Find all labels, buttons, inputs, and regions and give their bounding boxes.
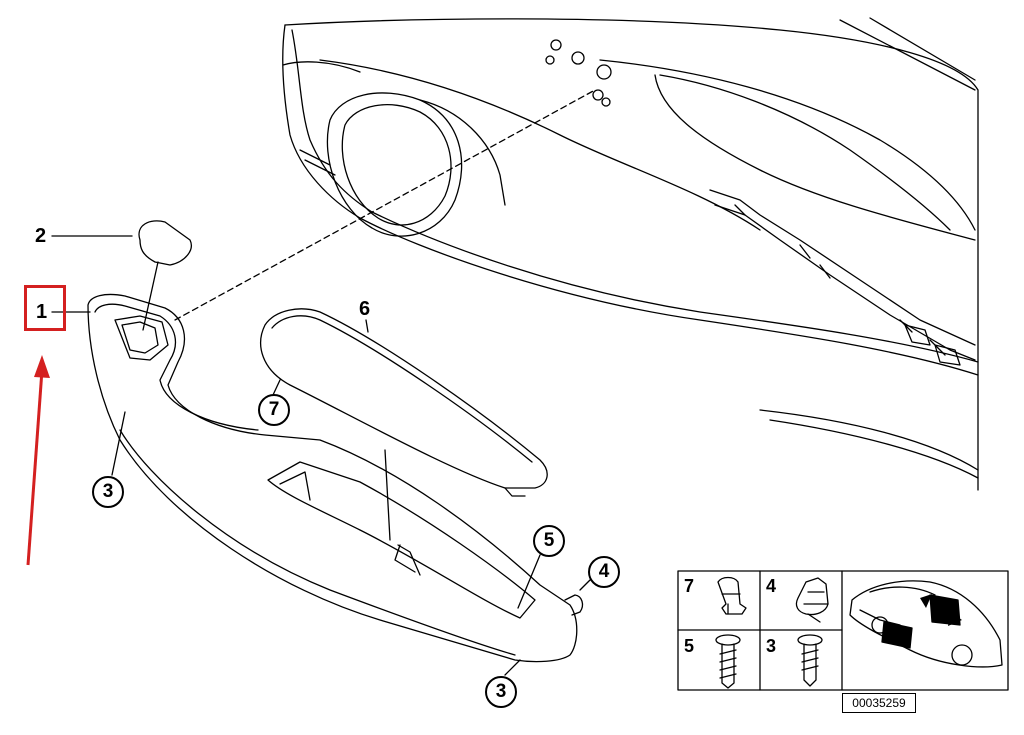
callout-part-2: 2 xyxy=(35,225,47,247)
door-panel-drawing xyxy=(282,17,979,491)
callout-part-7: 7 xyxy=(258,394,290,426)
callout-part-3-upper: 3 xyxy=(92,476,124,508)
callout-part-3-lower: 3 xyxy=(485,676,517,708)
legend-item-5: 5 xyxy=(684,636,695,656)
fastener-legend xyxy=(677,570,1009,691)
callout-part-6: 6 xyxy=(359,298,371,320)
callout-part-5: 5 xyxy=(533,525,565,557)
legend-item-3: 3 xyxy=(766,636,777,656)
car-arrows xyxy=(920,594,962,626)
part-6-drawing xyxy=(260,308,548,497)
leader-lines xyxy=(51,235,591,676)
part-1-drawing xyxy=(87,293,584,663)
red-indicator-arrow xyxy=(26,355,50,566)
callout-part-1: 1 xyxy=(36,301,48,323)
legend-item-4: 4 xyxy=(766,576,777,596)
legend-item-7: 7 xyxy=(684,576,695,596)
assembly-guide-line xyxy=(174,89,596,321)
part-2-drawing xyxy=(138,220,192,331)
car-location-drawing xyxy=(849,580,1003,668)
part-1-highlight-box xyxy=(24,285,66,331)
callout-part-4: 4 xyxy=(588,556,620,588)
drawing-number: 00035259 xyxy=(842,693,916,713)
